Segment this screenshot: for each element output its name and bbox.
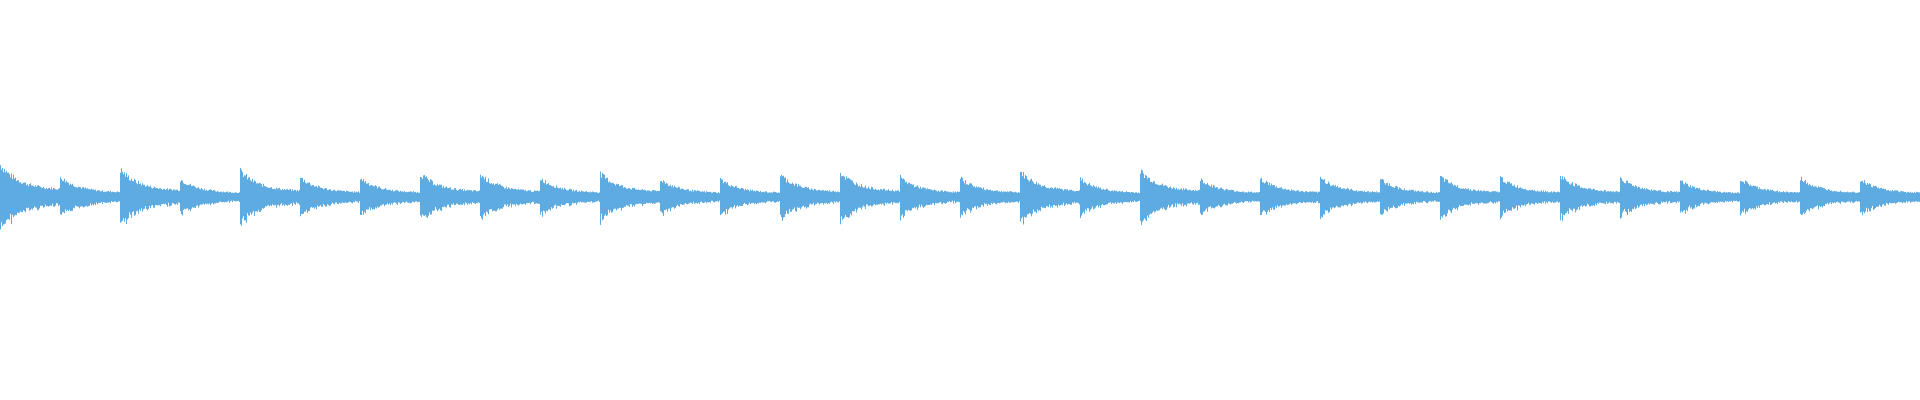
waveform-bars	[1080, 177, 1140, 218]
waveform-bars	[900, 175, 960, 221]
waveform-bars	[960, 176, 1020, 218]
waveform-bars	[1560, 175, 1620, 221]
waveform-segment	[1500, 176, 1560, 220]
waveform-bars	[780, 174, 840, 221]
waveform-segment	[1440, 176, 1500, 220]
waveform-bars	[1260, 177, 1320, 215]
waveform-bars	[300, 177, 360, 217]
waveform-bars	[120, 168, 180, 225]
waveform-segment	[600, 171, 660, 225]
waveform-bars	[1200, 178, 1260, 215]
waveform-bars	[360, 179, 420, 215]
waveform-bars	[420, 175, 480, 218]
waveform-bars	[1800, 176, 1860, 215]
waveform-bars	[1620, 177, 1680, 219]
waveform-segment	[1680, 180, 1740, 214]
waveform-bars	[720, 178, 780, 216]
waveform-bars	[180, 180, 240, 216]
waveform-segment	[960, 176, 1020, 218]
waveform-segment	[1140, 169, 1200, 225]
waveform-bars	[0, 165, 60, 230]
waveform-bars	[1440, 176, 1500, 220]
waveform-bars	[1320, 176, 1380, 220]
waveform-segment	[420, 175, 480, 218]
waveform-segment	[780, 174, 840, 221]
waveform-segment	[1200, 178, 1260, 215]
waveform-segment	[1080, 177, 1140, 218]
waveform-segment	[60, 177, 120, 215]
waveform-bars	[600, 171, 660, 225]
waveform-segment	[360, 179, 420, 215]
waveform-segment	[1260, 177, 1320, 215]
waveform-bars	[1500, 176, 1560, 220]
waveform-bars	[1680, 180, 1740, 214]
waveform-segment	[1020, 171, 1080, 225]
waveform-bars	[1860, 180, 1920, 216]
waveform-segment	[300, 177, 360, 217]
waveform-bars	[480, 174, 540, 220]
waveform-segment	[1620, 177, 1680, 219]
waveform-segment	[1740, 180, 1800, 216]
waveform-bars	[240, 167, 300, 226]
waveform-segment	[1800, 176, 1860, 215]
waveform-bars	[1380, 178, 1440, 215]
waveform-segment	[180, 180, 240, 216]
waveform-bars	[540, 178, 600, 217]
waveform-bars	[60, 177, 120, 215]
waveform-segment	[1560, 175, 1620, 221]
waveform-segment	[1860, 180, 1920, 216]
waveform-bars	[660, 180, 720, 216]
waveform-segment	[1320, 176, 1380, 220]
waveform-segment	[900, 175, 960, 221]
waveform-bars	[1020, 171, 1080, 225]
waveform-segment	[480, 174, 540, 220]
waveform-segment	[660, 180, 720, 216]
waveform-segment	[120, 168, 180, 225]
waveform-bars	[840, 173, 900, 225]
waveform-segment	[720, 178, 780, 216]
waveform-segment	[1380, 178, 1440, 215]
waveform-bars	[1140, 169, 1200, 225]
waveform-segment	[840, 173, 900, 225]
waveform-bars	[1740, 180, 1800, 216]
waveform-segment	[540, 178, 600, 217]
waveform-segment	[240, 167, 300, 226]
waveform-segment	[0, 165, 60, 230]
